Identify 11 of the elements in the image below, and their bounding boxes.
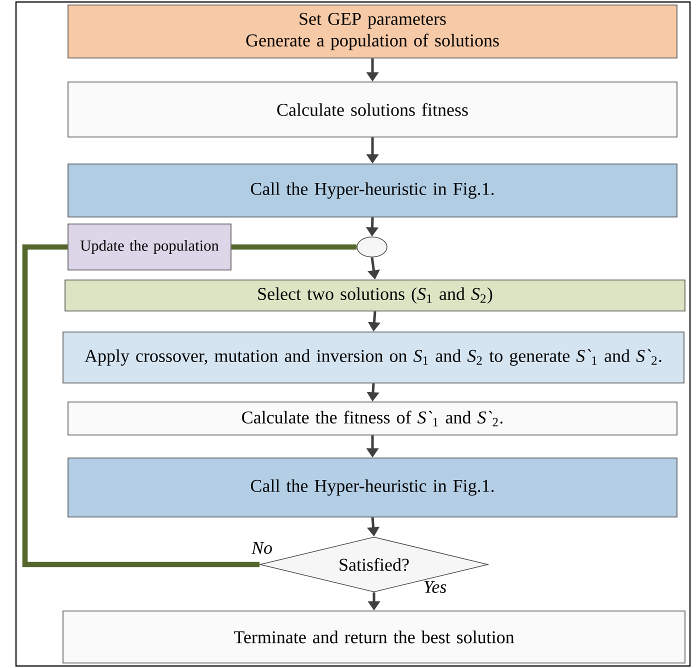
process-box: Set GEP parameters Generate a population of solutions — [68, 4, 678, 58]
process-box: Update the population — [68, 224, 232, 270]
process-box: Call the Hyper-heuristic in Fig.1. — [68, 458, 678, 518]
process-box: Apply crossover, mutation and inversion on S$_{1}$ and S$_{2}$ to generate S`$_{1}$ and S`$_{2}$. — [62, 332, 684, 384]
process-box: Select two solutions (S$_{1}$ and S$_{2}$) — [64, 280, 686, 312]
process-box: Terminate and return the best solution — [62, 610, 686, 664]
process-box: Calculate solutions fitness — [68, 82, 678, 138]
process-box: Call the Hyper-heuristic in Fig.1. — [68, 164, 678, 218]
process-box: Calculate the fitness of S`$_{1}$ and S`$_{2}$. — [68, 402, 678, 436]
edge-label: Yes — [424, 581, 446, 593]
junction-circle — [356, 236, 388, 258]
